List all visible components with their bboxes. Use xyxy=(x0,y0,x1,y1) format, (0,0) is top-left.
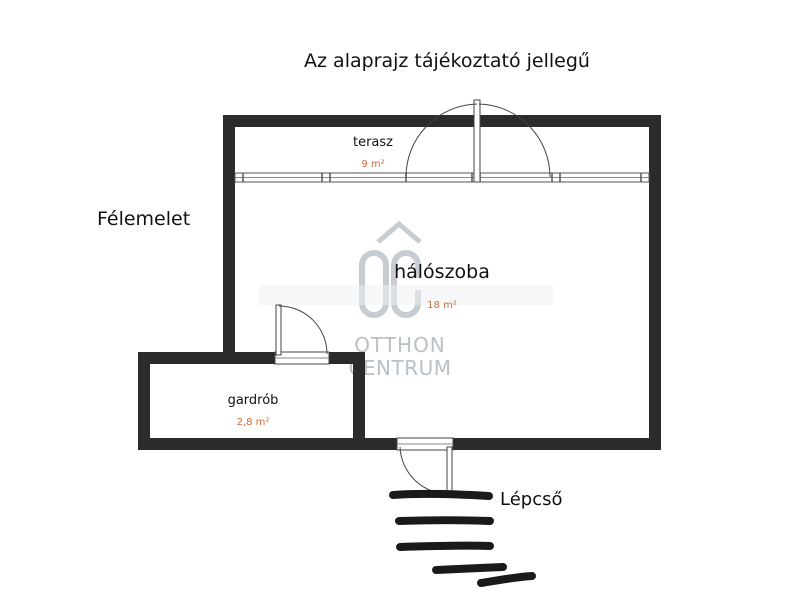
walls xyxy=(138,115,661,450)
terrace-double-door xyxy=(405,99,551,183)
floor-label: Félemelet xyxy=(97,208,190,230)
glass-partition xyxy=(234,172,650,183)
entrance-door xyxy=(396,437,454,495)
watermark-text-line2: CENTRUM xyxy=(348,356,451,380)
wall-gardrob-left xyxy=(138,352,150,450)
wall-top xyxy=(223,115,661,127)
wall-right xyxy=(649,115,661,450)
stair-step xyxy=(395,516,494,525)
stairs xyxy=(389,489,536,587)
room-label-haloszoba: hálószoba xyxy=(394,261,490,283)
wall-gardrob-bottom xyxy=(138,438,365,450)
stair-step xyxy=(389,489,493,500)
gardrob-door xyxy=(274,304,330,365)
watermark-letter-o xyxy=(359,250,389,318)
plan-notice: Az alaprajz tájékoztató jellegű xyxy=(304,50,590,72)
room-area-gardrob: 2,8 m² xyxy=(237,417,270,428)
stair-step xyxy=(432,563,507,574)
stairs-label: Lépcső xyxy=(500,489,563,510)
watermark-roof-icon xyxy=(376,220,422,244)
wall-left-upper xyxy=(223,115,235,360)
wall-bottom-left xyxy=(355,438,397,450)
stair-step xyxy=(477,572,536,587)
wall-gardrob-top-left xyxy=(138,352,275,364)
room-area-terasz: 9 m² xyxy=(361,159,384,170)
watermark-band xyxy=(258,285,553,305)
room-label-terasz: terasz xyxy=(353,135,393,150)
wall-gardrob-right xyxy=(353,352,365,450)
watermark-logo: OTTHON CENTRUM xyxy=(258,220,553,380)
room-label-gardrob: gardrób xyxy=(228,393,279,408)
watermark-text-line1: OTTHON xyxy=(354,333,446,357)
stair-step xyxy=(396,541,494,551)
room-area-haloszoba: 18 m² xyxy=(427,300,457,311)
wall-bottom-right xyxy=(453,438,661,450)
